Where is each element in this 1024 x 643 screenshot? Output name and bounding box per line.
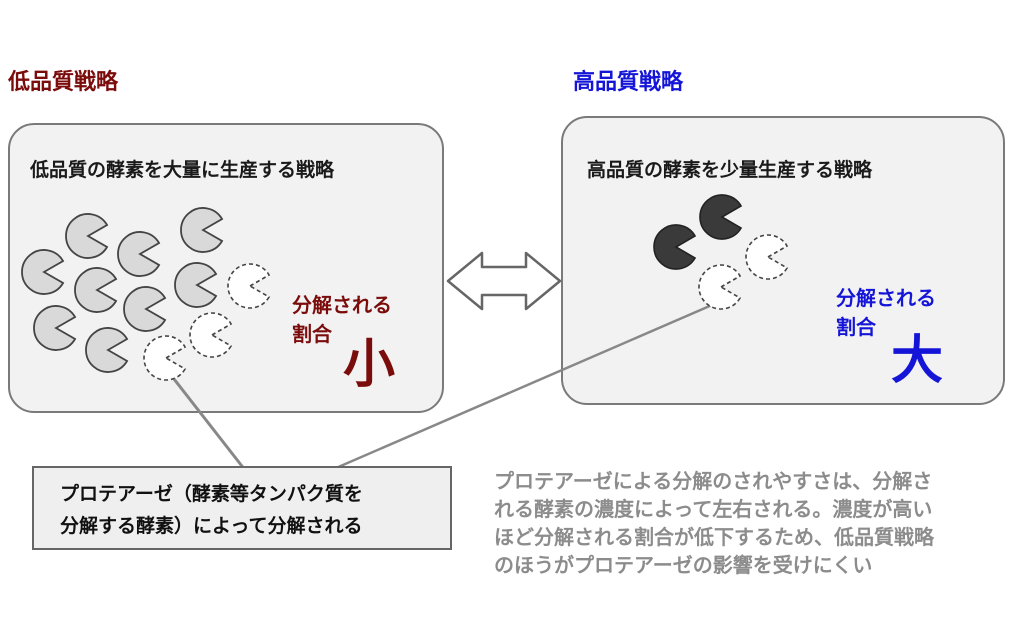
connector-line-low xyxy=(172,378,247,471)
enzyme-light-icon xyxy=(65,213,108,259)
enzyme-dark-icon xyxy=(653,224,696,270)
low-strategy-panel: 低品質の酵素を大量に生産する戦略 分解される 割合 小 xyxy=(8,123,444,413)
enzyme-degraded-icon xyxy=(227,263,270,309)
explanation-line4: のほうがプロテアーゼの影響を受けにくい xyxy=(494,553,873,577)
enzyme-light-icon xyxy=(74,267,117,313)
low-strategy-caption: 低品質の酵素を大量に生産する戦略 xyxy=(30,159,335,181)
high-ratio-label-line1: 分解される xyxy=(836,286,936,310)
low-ratio-label: 分解される 割合 xyxy=(292,291,392,349)
explanation-line1: プロテアーゼによる分解のされやすさは、分解さ xyxy=(494,469,933,493)
enzyme-light-icon xyxy=(123,286,166,332)
explanation-text: プロテアーゼによる分解のされやすさは、分解さ れる酵素の濃度によって左右される。… xyxy=(494,467,934,579)
low-quality-enzymes xyxy=(21,207,223,373)
explanation-line2: れる酵素の濃度によって左右される。濃度が高い xyxy=(494,497,933,521)
low-ratio-value: 小 xyxy=(343,335,396,395)
enzyme-light-icon xyxy=(117,231,160,277)
high-strategy-title: 高品質戦略 xyxy=(573,70,684,95)
enzyme-degraded-icon xyxy=(143,335,186,381)
explanation-line3: ほど分解される割合が低下するため、低品質戦略 xyxy=(494,525,934,549)
high-ratio-value: 大 xyxy=(891,331,944,391)
protease-note-line2: 分解する酵素）によって分解される xyxy=(60,515,363,537)
enzyme-light-icon xyxy=(21,249,64,295)
protease-note-box: プロテアーゼ（酵素等タンパク質を 分解する酵素）によって分解される xyxy=(32,466,452,550)
high-strategy-panel: 高品質の酵素を少量生産する戦略 分解される 割合 大 xyxy=(561,116,1005,405)
enzyme-light-icon xyxy=(180,207,223,253)
low-strategy-title: 低品質戦略 xyxy=(8,70,119,95)
protease-note-line1: プロテアーゼ（酵素等タンパク質を xyxy=(60,483,363,505)
low-ratio-label-line2: 割合 xyxy=(292,322,332,346)
low-ratio-label-line1: 分解される xyxy=(292,293,392,317)
comparison-arrow-icon xyxy=(446,251,562,311)
enzyme-degraded-icon xyxy=(698,264,741,310)
high-strategy-caption: 高品質の酵素を少量生産する戦略 xyxy=(587,159,873,181)
enzyme-degraded-icon xyxy=(189,312,232,358)
connector-line-high xyxy=(335,303,713,470)
high-ratio-label: 分解される 割合 xyxy=(836,284,936,342)
enzyme-dark-icon xyxy=(699,194,742,240)
enzyme-light-icon xyxy=(174,262,217,308)
high-ratio-label-line2: 割合 xyxy=(836,315,876,339)
enzyme-light-icon xyxy=(85,327,128,373)
enzyme-degraded-icon xyxy=(745,234,788,280)
enzyme-light-icon xyxy=(33,305,76,351)
high-quality-enzymes xyxy=(653,194,742,270)
